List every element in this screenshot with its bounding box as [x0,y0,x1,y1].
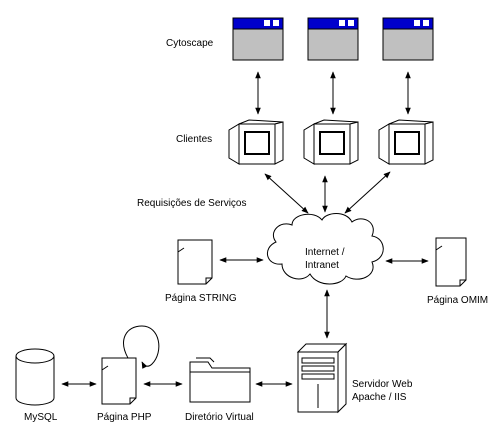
mysql-database-icon [15,348,55,406]
servidor-label-line1: Servidor Web [352,379,413,390]
cytoscape-label: Cytoscape [166,38,214,49]
cytoscape-window-icon [307,17,359,61]
internet-label-line2: Intranet [305,260,339,271]
internet-cloud-icon [267,213,384,285]
web-server-tower-icon [296,342,348,414]
internet-label-line1: Internet / [305,247,345,258]
client-computer-icon [228,119,284,165]
pagina-php-label: Página PHP [97,412,152,423]
pagina-omim-label: Página OMIM [427,295,488,306]
diretorio-virtual-folder-icon [189,357,251,403]
client-computer-icon [378,119,434,165]
pagina-string-document-icon [177,239,213,285]
pagina-php-document-icon [101,357,137,405]
cytoscape-window-icon [232,17,284,61]
requisicoes-label: Requisições de Serviços [137,198,247,209]
servidor-label-line2: Apache / IIS [352,392,407,403]
clientes-label: Clientes [176,134,212,145]
diretorio-virtual-label: Diretório Virtual [185,412,254,423]
mysql-label: MySQL [24,412,58,423]
php-loop-arrow-icon [123,325,160,369]
cytoscape-window-icon [382,17,434,61]
pagina-string-label: Página STRING [165,293,237,304]
pagina-omim-document-icon [435,237,467,287]
client-computer-icon [303,119,359,165]
